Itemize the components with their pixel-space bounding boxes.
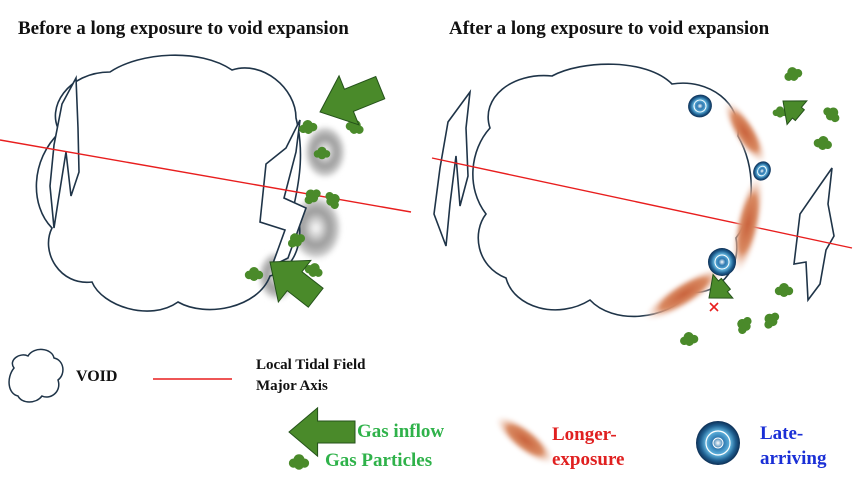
tidal-axis-line [0,139,412,213]
longer-exposure-line2: exposure [552,449,625,470]
late-arriving-line2: arriving [760,448,827,469]
jagged-sheet-left [433,89,472,247]
spiral-galaxy-icon [696,421,740,465]
green-arrow-icon [782,100,808,126]
gas-cloud-icon [313,146,331,160]
gas-cloud-icon [287,233,306,248]
late-arriving-galaxy [688,94,712,118]
longer-exposure-galaxy [722,99,768,165]
green-arrow-icon [288,406,356,458]
gas-cloud-icon [244,267,264,281]
gas-cloud-icon [813,136,832,150]
late-arriving-galaxy [753,161,771,181]
longer-exposure-galaxy [642,266,726,322]
late-arriving-galaxy [708,248,736,276]
gas-cloud-icon [680,332,699,346]
axis-label-line1: Local Tidal Field [256,357,366,373]
gas-cloud-icon [774,283,794,297]
gas-layer [244,67,840,470]
red-x-marker [709,302,719,312]
arrow-layer [269,74,808,458]
gas-cloud-icon [784,67,803,81]
green-arrow-icon [269,259,324,308]
longer-exposure-galaxy [731,173,765,275]
gas-cloud-icon [288,454,310,470]
jagged-sheet-right [793,167,835,303]
gas-cloud-icon [325,191,340,210]
late-arriving-line1: Late- [760,423,804,444]
axis-label-line2: Major Axis [256,378,328,394]
void-label: VOID [76,368,118,385]
gas-cloud-icon [299,120,318,134]
gas-cloud-icon [823,107,840,123]
gas-cloud-icon [737,316,752,335]
void-outline [472,63,753,318]
green-arrow-icon [319,74,386,126]
tidal-axis-line [431,157,853,249]
after-title: After a long exposure to void expansion [449,18,770,39]
void-legend-icon [8,348,64,403]
gas-cloud-icon [304,263,323,277]
longer-exposure-line1: Longer- [552,424,617,445]
gas-cloud-icon [764,312,780,329]
elongated-galaxy-icon [494,414,556,466]
after-panel [431,63,853,322]
gas-particles-label: Gas Particles [325,450,433,471]
gas-inflow-label: Gas inflow [357,421,445,442]
green-arrow-icon [708,273,734,299]
jagged-sheet-left [49,75,80,229]
gas-cloud-icon [304,189,321,205]
before-title: Before a long exposure to void expansion [18,18,349,39]
